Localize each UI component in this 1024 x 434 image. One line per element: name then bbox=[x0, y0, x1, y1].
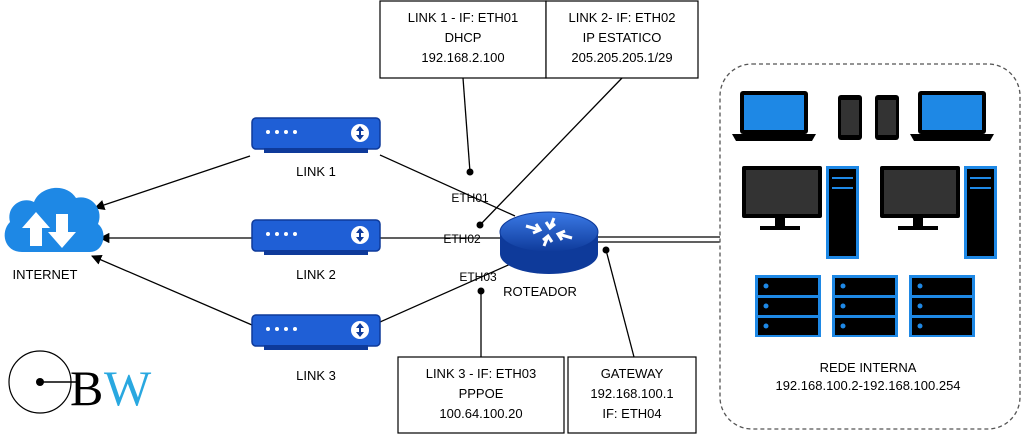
info-gateway-line1: GATEWAY bbox=[601, 366, 664, 381]
link2-label: LINK 2 bbox=[296, 267, 336, 282]
bw-logo: B W bbox=[8, 350, 152, 416]
pointer-link2-box bbox=[479, 77, 623, 226]
info-link2-line2: IP ESTATICO bbox=[583, 30, 662, 45]
link3-label: LINK 3 bbox=[296, 368, 336, 383]
port-eth01-label: ETH01 bbox=[451, 191, 489, 205]
connectors bbox=[91, 77, 720, 358]
arrow-link1-internet bbox=[94, 155, 251, 210]
phone-icon bbox=[875, 95, 899, 140]
laptop-icon bbox=[910, 91, 994, 141]
pointer-dots bbox=[466, 168, 610, 295]
desktop-icon bbox=[880, 166, 997, 259]
pointer-gateway-box bbox=[605, 249, 635, 358]
server-icon bbox=[832, 275, 898, 337]
network-title: REDE INTERNA bbox=[820, 360, 917, 375]
port-eth03-label: ETH03 bbox=[459, 270, 497, 284]
info-link2-line1: LINK 2- IF: ETH02 bbox=[569, 10, 676, 25]
logo-letter-w: W bbox=[104, 360, 152, 416]
info-link3-line1: LINK 3 - IF: ETH03 bbox=[426, 366, 537, 381]
network-range: 192.168.100.2-192.168.100.254 bbox=[775, 378, 960, 393]
line-link1-router bbox=[379, 154, 516, 217]
line-link3-router bbox=[379, 261, 516, 323]
info-box-link1: LINK 1 - IF: ETH01 DHCP 192.168.2.100 bbox=[379, 0, 547, 79]
internal-network-boundary bbox=[719, 63, 1021, 430]
router-label: ROTEADOR bbox=[503, 284, 577, 299]
info-link1-line3: 192.168.2.100 bbox=[421, 50, 504, 65]
laptop-icon bbox=[732, 91, 816, 141]
server-icon bbox=[909, 275, 975, 337]
cloud-upload-download-icon bbox=[4, 187, 104, 252]
port-eth02-label: ETH02 bbox=[443, 232, 481, 246]
info-link3-line2: PPPOE bbox=[459, 386, 504, 401]
info-link3-line3: 100.64.100.20 bbox=[439, 406, 522, 421]
modem-icon bbox=[251, 314, 381, 350]
desktop-icon bbox=[742, 166, 859, 259]
link1-label: LINK 1 bbox=[296, 164, 336, 179]
arrow-link3-internet bbox=[91, 254, 253, 326]
info-link1-line2: DHCP bbox=[445, 30, 482, 45]
phone-icon bbox=[838, 95, 862, 140]
info-gateway-line2: 192.168.100.1 bbox=[590, 386, 673, 401]
info-gateway-line3: IF: ETH04 bbox=[602, 406, 661, 421]
router-icon bbox=[499, 211, 599, 274]
info-box-link3: LINK 3 - IF: ETH03 PPPOE 100.64.100.20 bbox=[397, 356, 565, 434]
info-link2-line3: 205.205.205.1/29 bbox=[571, 50, 672, 65]
pointer-link1-box bbox=[462, 77, 471, 173]
info-box-link2: LINK 2- IF: ETH02 IP ESTATICO 205.205.20… bbox=[545, 0, 699, 79]
server-icon bbox=[755, 275, 821, 337]
info-box-gateway: GATEWAY 192.168.100.1 IF: ETH04 bbox=[567, 356, 697, 434]
logo-letter-b: B bbox=[70, 360, 103, 416]
internet-label: INTERNET bbox=[13, 267, 78, 282]
modem-icon bbox=[251, 219, 381, 255]
info-link1-line1: LINK 1 - IF: ETH01 bbox=[408, 10, 519, 25]
modem-icon bbox=[251, 117, 381, 153]
